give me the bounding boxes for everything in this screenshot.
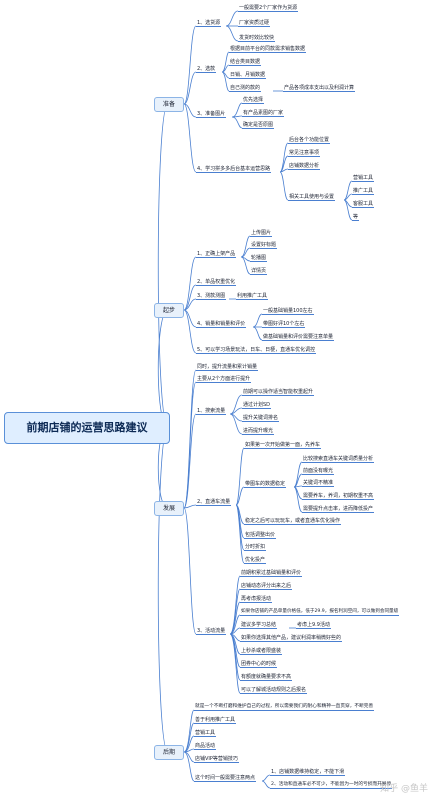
node-dev-s3i: 团券中心的时候 bbox=[240, 661, 278, 668]
node-dev-s2c: 比较搜索直通车关键词质量分析 bbox=[302, 456, 375, 463]
node-prep-s2: 2、选款 bbox=[196, 66, 217, 73]
node-start-s1d: 详情页 bbox=[250, 268, 268, 275]
category-dev: 发展 bbox=[154, 501, 184, 516]
node-late-l2: 善于利用推广工具 bbox=[194, 717, 237, 724]
node-dev-s3a: 前期积累过基础销量和评价 bbox=[240, 570, 303, 577]
node-dev-s2f: 需要养车，养词，初期权重不高 bbox=[302, 493, 375, 500]
node-dev-s1b: 通过计划SD bbox=[242, 402, 272, 409]
node-dev-s2j: 分时折扣 bbox=[244, 544, 267, 551]
node-start-s2: 2、单品权重优化 bbox=[196, 279, 237, 286]
node-dev-t2: 主要从2个方面进行提升 bbox=[196, 376, 252, 383]
node-dev-s2i: 包括调整出价 bbox=[244, 532, 277, 539]
node-prep-s4: 4、学习拼多多后台基本运营思路 bbox=[196, 166, 272, 173]
category-late: 后期 bbox=[154, 745, 184, 760]
node-dev-s2a: 如果第一次开始做第一面，先养车 bbox=[244, 442, 322, 449]
node-prep-s4a: 后台各个功能位置 bbox=[288, 137, 331, 144]
node-dev-s3c: 再考虑报活动 bbox=[240, 596, 273, 603]
node-start-s4c: 做基础销量和评价需要注意单量 bbox=[262, 334, 335, 341]
node-dev-s1: 1、搜索流量 bbox=[196, 408, 227, 415]
node-dev-s3g: 如果你选择其他产品，建议利润率稍微好些的 bbox=[240, 635, 343, 642]
node-dev-s3e: 建议多学习总结 bbox=[240, 622, 278, 629]
node-dev-s1d: 进而提升曝光 bbox=[242, 428, 275, 435]
node-prep-s4e: 营销工具 bbox=[352, 175, 375, 182]
node-prep-s4d: 相关工具使用与设置 bbox=[288, 194, 336, 201]
node-prep-s4c: 店铺数据分析 bbox=[288, 163, 321, 170]
node-prep-s3a: 优先选择 bbox=[242, 97, 265, 104]
node-dev-s3h: 上秒杀或者限盛装 bbox=[240, 648, 283, 655]
node-start-s1a: 上传图片 bbox=[250, 230, 273, 237]
node-dev-s3k: 可以了解城活动规则之后报名 bbox=[240, 687, 308, 694]
node-dev-s1a: 前期可以操作适当智能权重起升 bbox=[242, 389, 315, 396]
node-prep-s1c: 发货时效比较快 bbox=[238, 35, 276, 42]
node-prep-s2c: 日销、月销数据 bbox=[229, 72, 267, 79]
node-prep-s4g: 客服工具 bbox=[352, 201, 375, 208]
node-late-l1: 就是一个不断打磨和维护自己的过程，所以需要我们的耐心和精神一直贯穿，不断完善 bbox=[194, 704, 375, 711]
node-prep-s4b: 常见注意事项 bbox=[288, 150, 321, 157]
node-dev-s2: 2、直通车流量 bbox=[196, 499, 232, 506]
node-dev-s1c: 提升关键词排名 bbox=[242, 415, 280, 422]
node-dev-t1: 同时，提升流量和累计销量 bbox=[196, 364, 259, 371]
node-dev-s2d: 前面没有曝光 bbox=[302, 468, 335, 475]
node-late-l6: 这个时间一般需要注意两点 bbox=[194, 775, 257, 782]
node-start-s3a: 利用推广工具 bbox=[236, 293, 269, 300]
root-node: 前期店铺的运营思路建议 bbox=[4, 412, 170, 444]
node-late-l3: 营销工具 bbox=[194, 730, 217, 737]
node-start-s4b: 带图好评10个左右 bbox=[262, 321, 306, 328]
node-prep-s3b: 有产品素图的厂家 bbox=[242, 110, 285, 117]
watermark: 知乎 @鱼羊 bbox=[380, 784, 428, 794]
node-prep-s2e: 产品各项成本支出以及利润计算 bbox=[283, 85, 356, 92]
node-start-s1: 1、正确上架产品 bbox=[196, 251, 237, 258]
category-prep: 准备 bbox=[154, 97, 184, 112]
node-dev-s3d: 如果你店铺的产品单量价格低，低于29.9，报名利润空间，可以做到会同量级 bbox=[240, 609, 400, 616]
node-late-l5: 店铺VIP等营销技巧 bbox=[194, 756, 239, 763]
node-dev-s2k: 优化投产 bbox=[244, 557, 267, 564]
node-prep-s4h: 等 bbox=[352, 214, 360, 221]
node-start-s4a: 一般基础销量100左右 bbox=[262, 308, 314, 315]
node-late-l6a: 1、店铺数据维持稳定，不能下滑 bbox=[270, 769, 346, 776]
node-late-l6b: 2、活动和直通车必不可少，不能因为一时的亏损而开展停 bbox=[270, 782, 393, 789]
node-prep-s3: 3、准备图片 bbox=[196, 111, 227, 118]
node-prep-s1a: 一般需要2个厂家作为货源 bbox=[238, 5, 299, 12]
node-prep-s2d: 自己测的款的 bbox=[229, 85, 262, 92]
node-dev-s3b: 店铺动态评分出来之后 bbox=[240, 583, 293, 590]
node-prep-s4f: 推广工具 bbox=[352, 188, 375, 195]
node-start-s1c: 轮播图 bbox=[250, 255, 268, 262]
node-start-s3: 3、测款测图 bbox=[196, 293, 227, 300]
node-dev-s2g: 需要提升点击率，进而降低投产 bbox=[302, 506, 375, 513]
node-prep-s1b: 厂家资质过硬 bbox=[238, 20, 271, 27]
node-dev-s3j: 有额度就确量要求不高 bbox=[240, 674, 293, 681]
node-start-s4: 4、销量和销量和评价 bbox=[196, 321, 247, 328]
category-start: 起步 bbox=[154, 303, 184, 318]
node-prep-s2b: 结合类目数据 bbox=[229, 59, 262, 66]
node-prep-s2a: 根据目前平台的同款需求销售数据 bbox=[229, 46, 307, 53]
node-late-l4: 商品活动 bbox=[194, 743, 217, 750]
node-start-s5: 5、可以学习场景玩法，日车、日梗，直通车优化调控 bbox=[196, 347, 317, 354]
node-dev-s2h: 稳定之后可以玩玩车，或者直通车优化操作 bbox=[244, 518, 342, 525]
node-prep-s1: 1、选货源 bbox=[196, 20, 222, 27]
node-start-s1b: 设置好标题 bbox=[250, 242, 278, 249]
node-prep-s3c: 确定是否原图 bbox=[242, 122, 275, 129]
node-dev-s3: 3、活动流量 bbox=[196, 628, 227, 635]
node-dev-s2e: 关键词不精准 bbox=[302, 480, 335, 487]
node-dev-s2b: 带图车的数据稳定 bbox=[244, 481, 287, 488]
node-dev-s3f: 考虑上9.9活动 bbox=[296, 622, 331, 629]
